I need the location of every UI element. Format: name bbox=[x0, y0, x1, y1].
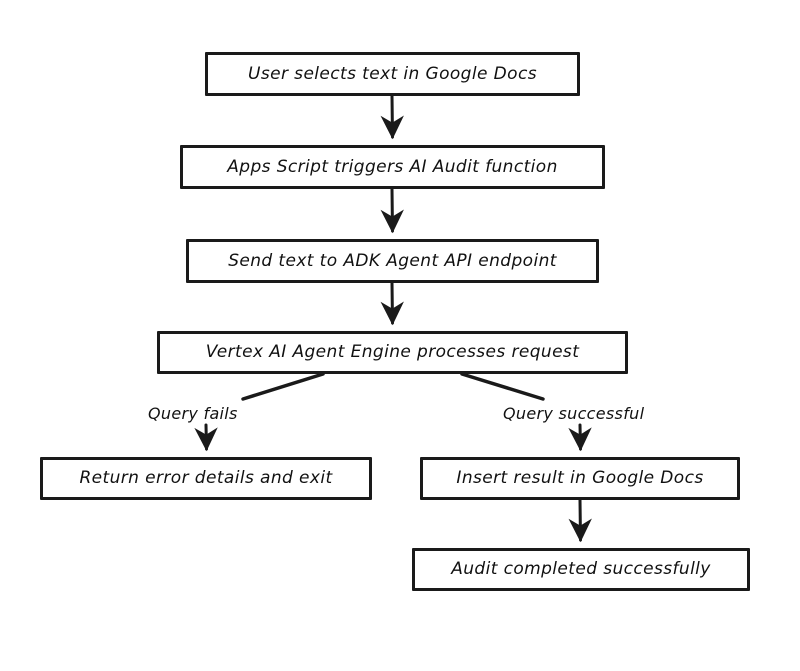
edge-trigger-audit-to-send-text bbox=[380, 187, 404, 234]
node-vertex-process[interactable]: Vertex AI Agent Engine processes request bbox=[157, 331, 628, 374]
edge-label-query-fails: Query fails bbox=[148, 404, 238, 423]
edge-select-text-to-trigger-audit bbox=[380, 94, 404, 140]
node-audit-complete-label: Audit completed successfully bbox=[451, 559, 711, 579]
node-return-error[interactable]: Return error details and exit bbox=[40, 457, 372, 500]
node-insert-result[interactable]: Insert result in Google Docs bbox=[420, 457, 740, 500]
node-send-text[interactable]: Send text to ADK Agent API endpoint bbox=[186, 239, 599, 283]
edge-label-query-successful: Query successful bbox=[503, 404, 645, 423]
edge-send-text-to-vertex-process bbox=[380, 281, 404, 326]
node-send-text-label: Send text to ADK Agent API endpoint bbox=[228, 250, 557, 271]
node-insert-result-label: Insert result in Google Docs bbox=[456, 468, 704, 488]
edge-insert-result-to-audit-complete bbox=[568, 498, 592, 543]
node-select-text-label: User selects text in Google Docs bbox=[248, 63, 537, 84]
node-trigger-audit[interactable]: Apps Script triggers AI Audit function bbox=[180, 145, 605, 189]
node-vertex-process-label: Vertex AI Agent Engine processes request bbox=[205, 342, 580, 362]
node-audit-complete[interactable]: Audit completed successfully bbox=[412, 548, 750, 591]
node-select-text[interactable]: User selects text in Google Docs bbox=[205, 52, 580, 96]
node-return-error-label: Return error details and exit bbox=[79, 468, 333, 488]
node-trigger-audit-label: Apps Script triggers AI Audit function bbox=[227, 156, 558, 177]
